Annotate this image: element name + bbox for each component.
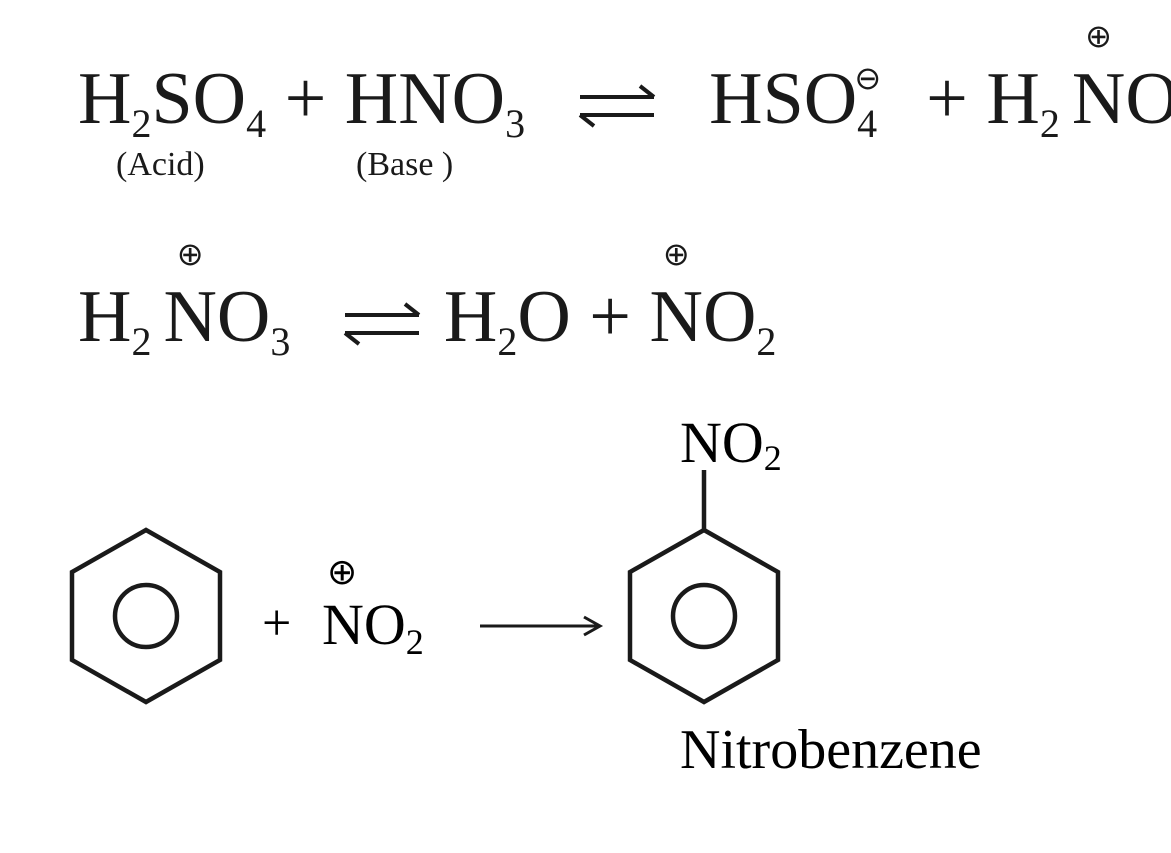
positive-charge-icon: ⊕ (1085, 17, 1112, 55)
acid-label: (Acid) (116, 146, 205, 183)
equilibrium-arrow (344, 302, 421, 346)
arrow-head-icon (583, 615, 604, 637)
plus-sign: + (589, 276, 631, 358)
positive-charge-icon: ⊕ (327, 552, 357, 593)
nitronium-ion-formula: N⊕O2 (649, 235, 777, 364)
nitronium-formula: NO2 (322, 592, 424, 662)
benzene-ring (69, 527, 223, 705)
plus-sign: + (926, 58, 968, 140)
positive-charge-icon: ⊕ (662, 235, 690, 273)
aromatic-circle (670, 582, 738, 650)
product-name: Nitrobenzene (680, 719, 982, 781)
bisulfate-formula: HSO4⊖ (709, 58, 882, 146)
hno3-formula: HNO3 (344, 58, 526, 146)
nitrobenzene-ring (627, 527, 781, 705)
base-label: (Base ) (356, 146, 454, 183)
nitro-group-label: NO2 (680, 410, 782, 478)
h2so4-formula: H2SO4 (78, 58, 267, 146)
plus-sign: + (262, 595, 291, 652)
negative-charge-icon: ⊖ (854, 59, 882, 97)
positive-charge-icon: ⊕ (176, 235, 204, 273)
aromatic-circle (112, 582, 180, 650)
protonated-nitric-acid-formula: H2N⊕O3 (986, 17, 1171, 146)
equilibrium-arrow (578, 84, 656, 128)
water-formula: H2O (443, 276, 571, 364)
plus-sign: + (284, 58, 327, 140)
equation-1: H2SO4 + HNO3 HSO4⊖ + H2N⊕O3 (78, 20, 1171, 146)
